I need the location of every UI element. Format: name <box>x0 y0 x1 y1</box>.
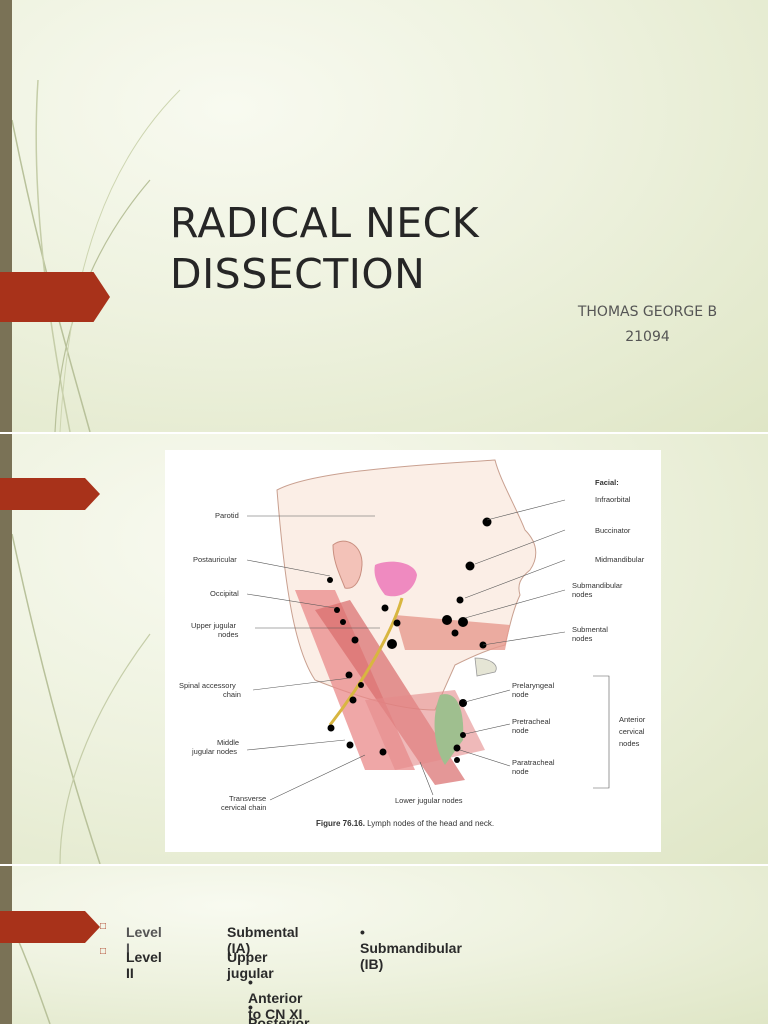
label-transverse: Transverse <box>229 794 266 803</box>
level-label: Level II <box>126 949 162 981</box>
sidebar-bar <box>0 434 12 864</box>
label-midmandibular: Midmandibular <box>595 555 645 564</box>
level-label: Level I <box>126 924 162 956</box>
figure-slide: Parotid Postauricular Occipital Upper ju… <box>0 434 768 864</box>
label-submental: Submental <box>572 625 608 634</box>
sidebar-bar <box>0 866 12 1024</box>
label-pretracheal: Pretracheal <box>512 717 551 726</box>
label-cervical-chain: cervical chain <box>221 803 266 812</box>
figure-caption: Figure 76.16. Lymph nodes of the head an… <box>316 819 494 828</box>
label-spinal-accessory: Spinal accessory <box>179 681 236 690</box>
lymph-node-figure: Parotid Postauricular Occipital Upper ju… <box>165 450 661 852</box>
bullet-icon: □ <box>100 921 107 932</box>
label-postauricular: Postauricular <box>193 555 237 564</box>
title-slide: RADICAL NECK DISSECTION THOMAS GEORGE B … <box>0 0 768 432</box>
label-prelaryngeal: Prelaryngeal <box>512 681 554 690</box>
label-buccinator: Buccinator <box>595 526 631 535</box>
slide-title: RADICAL NECK DISSECTION <box>170 199 480 298</box>
label-cervical: cervical <box>619 727 645 736</box>
level-region: Upper jugular <box>227 949 274 981</box>
label-lower-jugular: Lower jugular nodes <box>395 796 463 805</box>
label-infraorbital: Infraorbital <box>595 495 631 504</box>
sub-item-text: • Posterior to CN XI (IIB) <box>248 999 310 1024</box>
label-nodes: nodes <box>619 739 640 748</box>
label-submandibular: Submandibular <box>572 581 623 590</box>
accent-arrow <box>0 911 100 943</box>
label-paratracheal: Paratracheal <box>512 758 555 767</box>
label-middle-jugular: jugular nodes <box>191 747 237 756</box>
accent-arrow <box>0 478 100 510</box>
level-subregion: • Submandibular (IB) <box>360 924 462 972</box>
level-region: Submental (IA) <box>227 924 299 956</box>
accent-arrow <box>0 272 110 322</box>
decorative-swoosh <box>11 533 151 864</box>
label-facial: Facial: <box>595 478 619 487</box>
anatomy-illustration: Parotid Postauricular Occipital Upper ju… <box>179 459 646 828</box>
sidebar-bar <box>0 0 12 432</box>
levels-slide: □ Level I Submental (IA) • Submandibular… <box>0 866 768 1024</box>
label-upper-jugular: Upper jugular <box>191 621 237 630</box>
label-occipital: Occipital <box>210 589 239 598</box>
label-submental-2: nodes <box>572 634 593 643</box>
label-parotid: Parotid <box>215 511 239 520</box>
label-middle: Middle <box>217 738 239 747</box>
author-name: THOMAS GEORGE B <box>577 304 718 320</box>
bullet-icon: □ <box>100 946 107 957</box>
label-anterior: Anterior <box>619 715 646 724</box>
sub-item-text: • Anterior to CN XI (IIA) <box>248 974 303 1024</box>
label-spinal-accessory-2: chain <box>223 690 241 699</box>
label-prelaryngeal-2: node <box>512 690 529 699</box>
label-paratracheal-2: node <box>512 767 529 776</box>
label-submandibular-2: nodes <box>572 590 593 599</box>
label-pretracheal-2: node <box>512 726 529 735</box>
label-upper-jugular-2: nodes <box>218 630 239 639</box>
author-id: 21094 <box>625 329 670 345</box>
